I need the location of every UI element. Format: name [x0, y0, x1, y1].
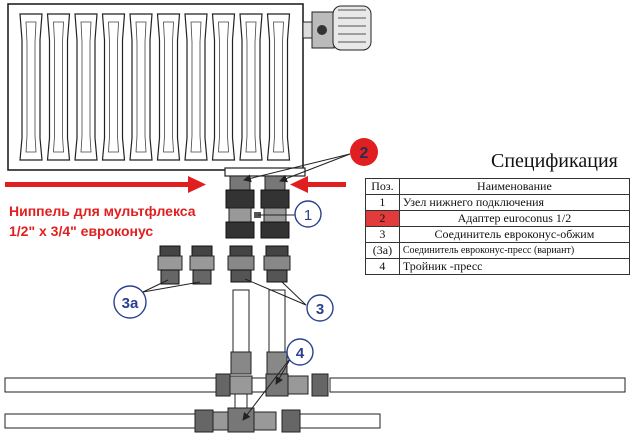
spec-row: (3a) Соединитель евроконус-пресс (вариан…: [365, 242, 630, 259]
svg-text:2: 2: [360, 145, 369, 162]
spec-row-name: Тройник -пресс: [398, 258, 630, 275]
radiator-fin-inner: [190, 21, 202, 153]
leader-lines: [142, 153, 351, 421]
spec-row-pos: 3: [365, 226, 400, 243]
spec-row: 2 Адаптер euroconus 1/2: [365, 210, 630, 227]
radiator-fin: [19, 13, 43, 161]
radiator-fin-inner: [218, 21, 229, 153]
spec-row-pos: 1: [365, 194, 400, 211]
radiator-fin-inner: [163, 21, 174, 153]
connector-evroconus-press: [157, 245, 215, 285]
valve-assembly: [225, 175, 290, 239]
radiator-fin-inner: [80, 21, 92, 153]
svg-text:4: 4: [296, 345, 305, 362]
radiator: [7, 3, 306, 177]
callout-3a: 3a: [113, 285, 147, 319]
radiator-fin-inner: [108, 21, 119, 153]
spec-row-pos: 4: [365, 258, 400, 275]
red-arrow-right: [290, 176, 346, 193]
radiator-fin-inner: [53, 21, 64, 153]
radiator-fin: [156, 13, 181, 161]
svg-text:3: 3: [316, 301, 324, 318]
nipple-note: Ниппель для мультфлекса 1/2" x 3/4" евро…: [9, 201, 196, 241]
callout-4: 4: [286, 338, 314, 366]
spec-row-name: Соединитель евроконус-пресс (вариант): [398, 242, 630, 259]
radiator-fins: [19, 13, 291, 161]
callout-3: 3: [306, 294, 334, 322]
callout-2: 2: [350, 138, 378, 166]
radiator-fin-inner: [25, 21, 37, 153]
radiator-fin: [211, 13, 236, 161]
svg-text:1: 1: [304, 207, 312, 224]
thermostat-head-icon: [302, 5, 372, 51]
radiator-fin: [266, 13, 291, 161]
svg-text:3a: 3a: [122, 295, 139, 312]
nipple-note-line1: Ниппель для мультфлекса: [9, 203, 196, 219]
spec-row: 1 Узел нижнего подключения: [365, 194, 630, 211]
spec-row-name: Узел нижнего подключения: [398, 194, 630, 211]
callout-1: 1: [294, 200, 322, 228]
radiator-fin-inner: [135, 21, 147, 153]
radiator-fin-inner: [273, 21, 284, 153]
red-arrow-left: [5, 176, 206, 193]
spec-header-pos: Поз.: [365, 178, 400, 195]
spec-row-pos: 2: [365, 210, 400, 227]
radiator-fin: [74, 13, 98, 161]
radiator-fin: [239, 13, 263, 161]
nipple-note-line2: 1/2" x 3/4" евроконус: [9, 223, 154, 239]
spec-row: 4 Тройник -пресс: [365, 258, 630, 275]
radiator-fin: [129, 13, 153, 161]
spec-header-name: Наименование: [398, 178, 630, 195]
spec-row-name: Адаптер euroconus 1/2: [398, 210, 630, 227]
spec-row: 3 Соединитель евроконус-обжим: [365, 226, 630, 243]
connector-evroconus-compression: [227, 245, 291, 283]
radiator-fin-inner: [245, 21, 257, 153]
horizontal-pipes: [4, 373, 626, 433]
radiator-fin: [46, 13, 71, 161]
spec-table: Поз. Наименование 1 Узел нижнего подключ…: [365, 178, 630, 275]
radiator-fin: [101, 13, 126, 161]
radiator-fin: [184, 13, 208, 161]
spec-header-row: Поз. Наименование: [365, 178, 630, 195]
spec-row-pos: (3a): [365, 242, 400, 259]
spec-title: Спецификация: [491, 150, 618, 172]
spec-row-name: Соединитель евроконус-обжим: [398, 226, 630, 243]
